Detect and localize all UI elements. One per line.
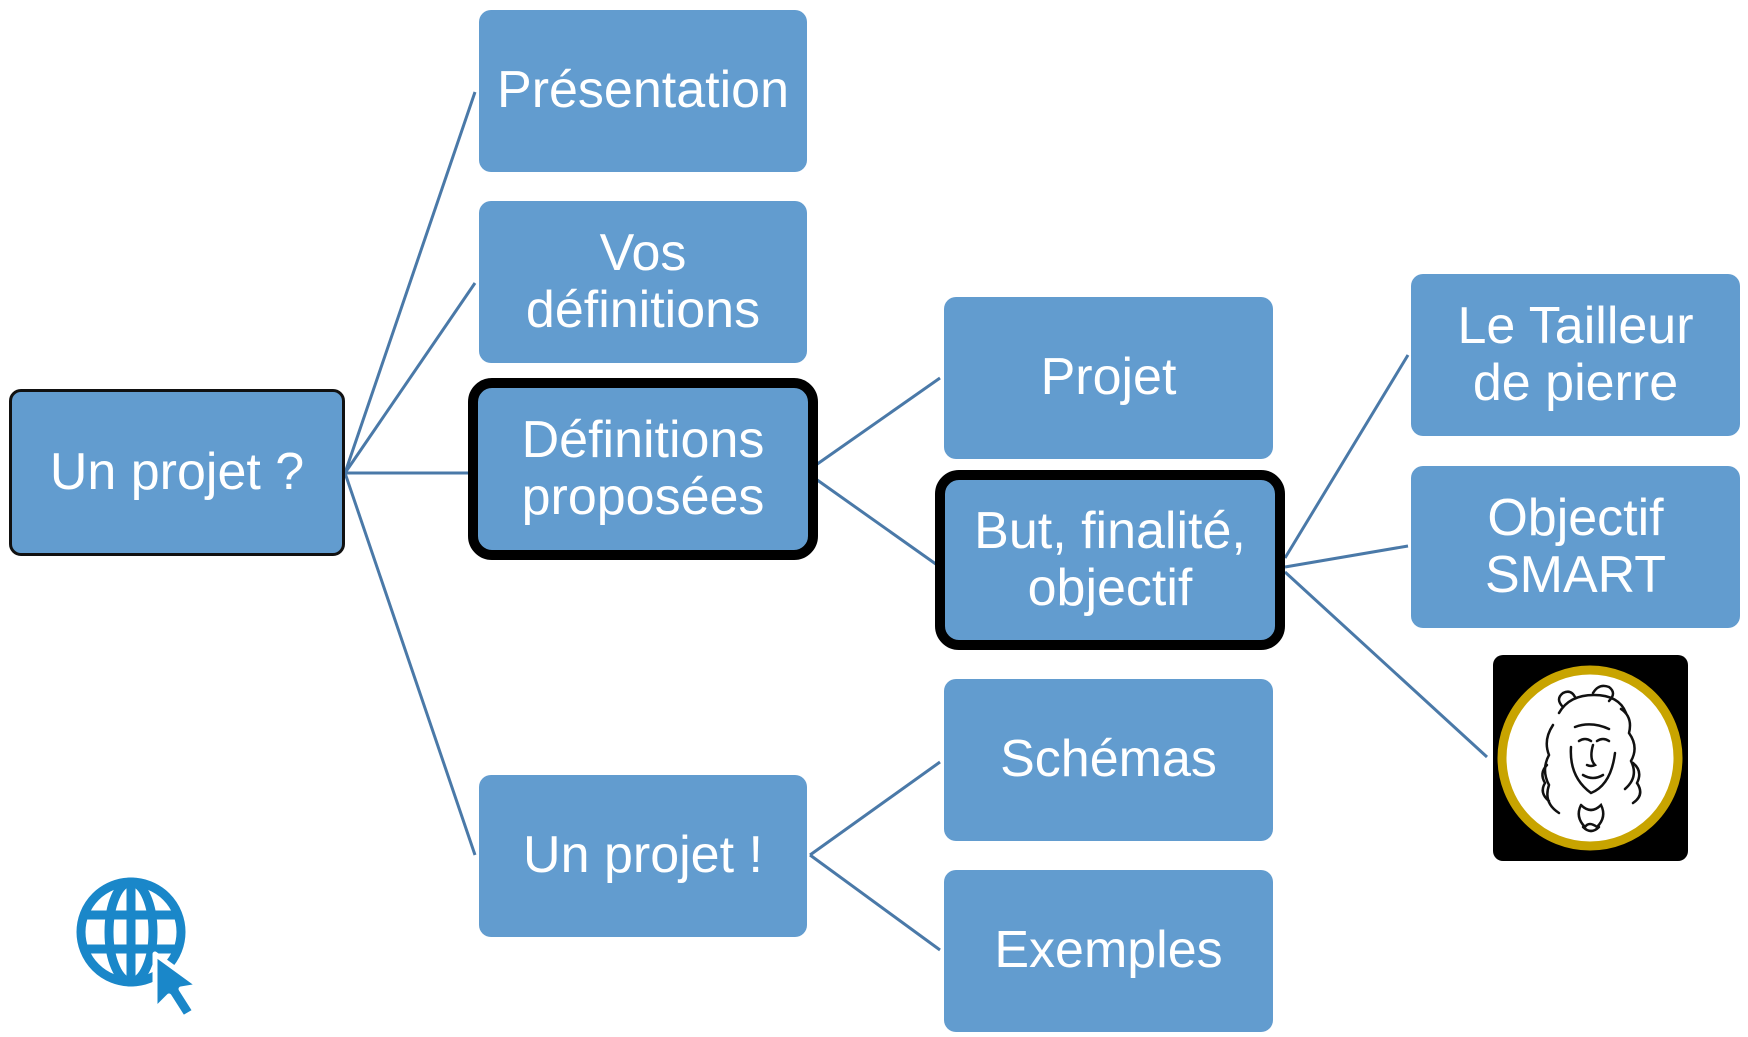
node-projet-label: Projet (1040, 348, 1177, 407)
node-un-projet-exclaim[interactable]: Un projet ! (479, 775, 807, 937)
node-schemas-label: Schémas (1000, 730, 1217, 789)
node-presentation[interactable]: Présentation (479, 10, 807, 172)
connector-projet-exemples (809, 853, 941, 952)
node-presentation-label: Présentation (497, 61, 789, 120)
node-vos-definitions[interactable]: Vos définitions (479, 201, 807, 363)
node-exemples-label: Exemples (994, 921, 1223, 980)
node-but-finalite-objectif-label: But, finalité, objectif (974, 501, 1246, 617)
globe-cursor-icon[interactable] (73, 872, 221, 1021)
node-objectif-smart[interactable]: Objectif SMART (1411, 466, 1740, 628)
connector-but-smart (1284, 544, 1409, 569)
connector-but-tailleur (1283, 354, 1410, 559)
node-le-tailleur-de-pierre[interactable]: Le Tailleur de pierre (1411, 274, 1740, 436)
connector-root-vos-definitions (343, 282, 477, 474)
node-un-projet-exclaim-label: Un projet ! (523, 826, 763, 885)
node-exemples[interactable]: Exemples (944, 870, 1273, 1032)
node-le-tailleur-label: Le Tailleur de pierre (1457, 296, 1694, 412)
node-but-finalite-objectif[interactable]: But, finalité, objectif (935, 470, 1285, 650)
connector-definitions-projet (812, 376, 941, 469)
node-definitions-proposees-label: Définitions proposées (521, 410, 765, 526)
root-node-un-projet[interactable]: Un projet ? (9, 389, 345, 556)
node-projet[interactable]: Projet (944, 297, 1273, 459)
connector-root-presentation (343, 91, 477, 474)
connector-projet-schemas (809, 760, 941, 857)
connector-definitions-but (812, 475, 941, 569)
node-vos-definitions-label: Vos définitions (525, 223, 761, 339)
node-schemas[interactable]: Schémas (944, 679, 1273, 841)
portrait-medallion-icon[interactable] (1493, 655, 1688, 861)
node-objectif-smart-label: Objectif SMART (1484, 488, 1667, 604)
node-definitions-proposees[interactable]: Définitions proposées (468, 378, 818, 560)
root-node-label: Un projet ? (49, 442, 305, 501)
connector-but-portrait (1283, 570, 1489, 759)
connector-root-un-projet (343, 472, 477, 856)
